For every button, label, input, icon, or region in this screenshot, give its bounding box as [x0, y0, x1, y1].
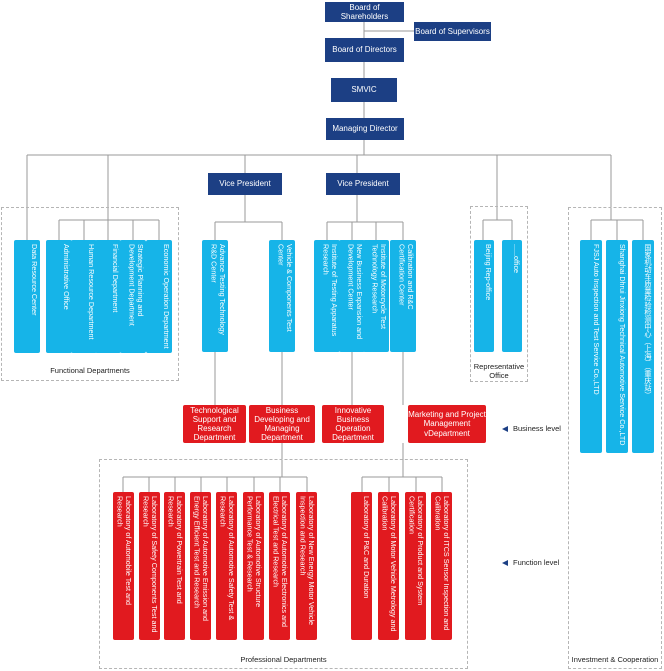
financial-department: Financial Department [95, 240, 121, 353]
vice-president-2: Vice President [326, 173, 400, 195]
board-of-shareholders: Board of Shareholders [325, 2, 404, 22]
lab-structure-performance: Laboratory of Automotive Structure Perfo… [243, 492, 264, 640]
lab-metrology-calibration: Laboratory of Motor Vehicle Metrology an… [378, 492, 399, 640]
strategic-planning-department: Strategic Planning and Development Depar… [120, 240, 146, 353]
pointer-arrow-icon [502, 559, 508, 566]
lab-emission-energy: Laboratory of Automotive Emission and En… [190, 492, 211, 640]
marketing-project-department: Marketing and Project Management vDepart… [408, 405, 486, 443]
lab-powertrain: Laboratory of Powertrain Test and Resear… [164, 492, 185, 640]
technological-support-department: Technological Support and Research Depar… [183, 405, 246, 443]
lab-safety-components: Laboratory of Safety Components Test and… [139, 492, 160, 640]
professional-departments-caption: Professional Departments [240, 655, 327, 664]
professional-departments-frame [99, 459, 468, 669]
board-of-directors: Board of Directors [325, 38, 404, 62]
vehicle-components-test-center: Vehicle & Components Test Center [269, 240, 295, 352]
vice-president-1: Vice President [208, 173, 282, 195]
function-level-label: Function level [502, 558, 559, 567]
investment-cooperation-caption: Investment & Cooperation [571, 655, 659, 664]
economic-operation-department: Economic Operation Department [146, 240, 172, 353]
beijing-rep-office: Beijing Rep-office [474, 240, 494, 352]
lab-itcs-sensor: Laboratory of ITCS Sensor Inspection and… [431, 492, 452, 640]
lab-product-certification: Laboratory of Product and System Certifi… [405, 492, 426, 640]
administrative-office: Administrative Office [46, 240, 72, 353]
board-of-supervisors: Board of Supervisors [414, 22, 491, 41]
representative-office-caption: Representative Office [473, 362, 525, 380]
lab-automobile-test: Laboratory of Automobile Test and Resear… [113, 492, 134, 640]
advance-testing-technology-center: Advance Testing Technology R&D Center [202, 240, 228, 352]
lab-new-energy-vehicle: Laboratory of New Energy Motor Vehicle I… [296, 492, 317, 640]
smvic: SMVIC [331, 78, 397, 102]
human-resource-department: Human Resource Department [71, 240, 97, 353]
managing-director: Managing Director [326, 118, 404, 140]
functional-departments-frame [1, 207, 179, 381]
function-level-text: Function level [513, 558, 560, 567]
representative-office-frame [470, 206, 528, 382]
lab-automotive-safety: Laboratory of Automotive Safety Test & R… [216, 492, 237, 640]
innovative-business-department: Innovative Business Operation Department [322, 405, 384, 443]
investment-cooperation-frame [568, 207, 662, 669]
lab-pc-duration: Laboratory of P&C and Duration [351, 492, 372, 640]
shanghai-dhrui-jinxiong: Shanghai Dhrui Jinxiong Technical Automo… [606, 240, 628, 453]
calibration-certification-center: Calibration and R&C Certification Center [390, 240, 416, 352]
new-business-expansion-center: New Business Expansion and Development C… [339, 240, 365, 352]
business-developing-department: Business Developing and Managing Departm… [249, 405, 315, 443]
institute-testing-apparatus: Institute of Testing Apparatus Research [314, 240, 340, 352]
functional-departments-caption: Functional Departments [50, 366, 130, 375]
business-level-label: Business level [502, 424, 561, 433]
national-motor-vehicle-center: 国家机动车质量检验检测中心（上海）（重庆站） [632, 240, 654, 453]
fjsj-auto-inspection: FJSJ Auto Inspection and Test Service Co… [580, 240, 602, 453]
pointer-arrow-icon [502, 425, 508, 432]
lab-electronics-electrical: Laboratory of Automotive Electronics and… [269, 492, 290, 640]
institute-motorcycle-test: Institute of Motorcycle Test Technology … [363, 240, 389, 352]
business-level-text: Business level [513, 424, 561, 433]
data-resource-center: Data Resource Center [14, 240, 40, 353]
other-office: ......office [502, 240, 522, 352]
